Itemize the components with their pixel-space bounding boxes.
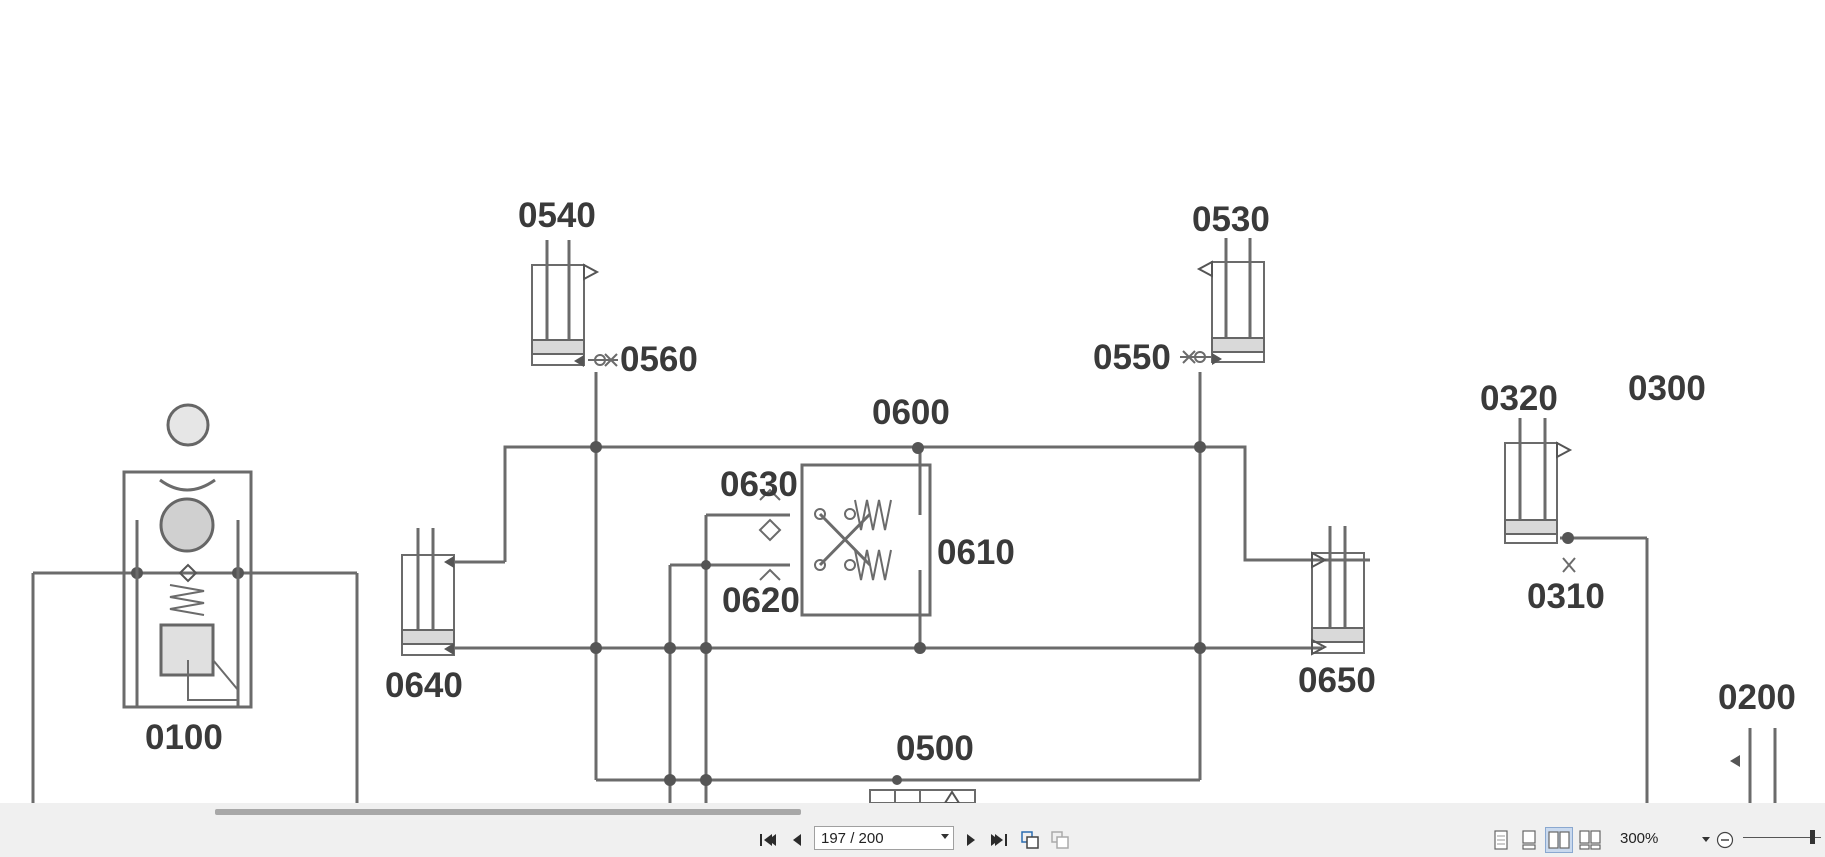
label-0630: 0630: [720, 465, 798, 504]
check-valve-0560: [588, 353, 618, 367]
cylinder-0320: [1504, 418, 1576, 573]
junction-dots: [131, 441, 1574, 786]
valve-0610: [758, 463, 932, 617]
label-0310: 0310: [1527, 577, 1605, 616]
next-page-icon[interactable]: [960, 827, 982, 853]
label-0300: 0300: [1628, 369, 1706, 408]
zoom-level[interactable]: 300%: [1620, 830, 1659, 847]
facing-view-icon[interactable]: [1545, 827, 1573, 853]
label-0100: 0100: [145, 718, 223, 757]
zoom-slider-track[interactable]: [1743, 837, 1821, 838]
document-viewport[interactable]: 0540 0530 0560 0550 0600 0630 0610 0620 …: [0, 0, 1825, 803]
first-page-icon[interactable]: [757, 827, 779, 853]
continuous-view-icon[interactable]: [1518, 827, 1540, 853]
pneumatic-schematic: 0540 0530 0560 0550 0600 0630 0610 0620 …: [31, 196, 1796, 803]
label-0560: 0560: [620, 340, 698, 379]
wiring-lines: [31, 372, 1649, 803]
zoom-out-icon[interactable]: [1715, 827, 1735, 853]
last-page-icon[interactable]: [987, 827, 1011, 853]
horizontal-scrollbar[interactable]: [0, 803, 1825, 823]
label-0550: 0550: [1093, 338, 1171, 377]
chevron-down-icon[interactable]: [941, 834, 949, 839]
cylinder-0540: [531, 240, 600, 367]
label-0540: 0540: [518, 196, 596, 235]
rotate-icon[interactable]: [1018, 827, 1042, 853]
viewer-toolbar: 197 / 200 300%: [0, 823, 1825, 857]
label-0500: 0500: [896, 729, 974, 768]
check-valve-0550: [1180, 350, 1212, 364]
cylinder-0530: [1196, 238, 1265, 365]
single-page-view-icon[interactable]: [1490, 827, 1512, 853]
label-0620: 0620: [722, 581, 800, 620]
valve-0500: [869, 789, 976, 803]
scrollbar-thumb[interactable]: [215, 809, 801, 815]
previous-page-icon[interactable]: [786, 827, 808, 853]
page-number-value: 197 / 200: [821, 829, 884, 847]
facing-continuous-view-icon[interactable]: [1578, 827, 1602, 853]
label-0530: 0530: [1192, 200, 1270, 239]
zoom-slider-thumb[interactable]: [1810, 830, 1815, 844]
label-0320: 0320: [1480, 379, 1558, 418]
relief-valve-0100: [122, 403, 253, 709]
page-number-input[interactable]: 197 / 200: [814, 826, 954, 850]
label-0200: 0200: [1718, 678, 1796, 717]
cylinder-0650: [1311, 526, 1365, 656]
label-0600: 0600: [872, 393, 950, 432]
label-0650: 0650: [1298, 661, 1376, 700]
cylinder-0200: [1730, 728, 1777, 803]
snapshot-icon[interactable]: [1048, 827, 1072, 853]
label-0640: 0640: [385, 666, 463, 705]
label-0610: 0610: [937, 533, 1015, 572]
cylinder-0640: [401, 528, 455, 656]
chevron-down-icon[interactable]: [1702, 837, 1710, 842]
